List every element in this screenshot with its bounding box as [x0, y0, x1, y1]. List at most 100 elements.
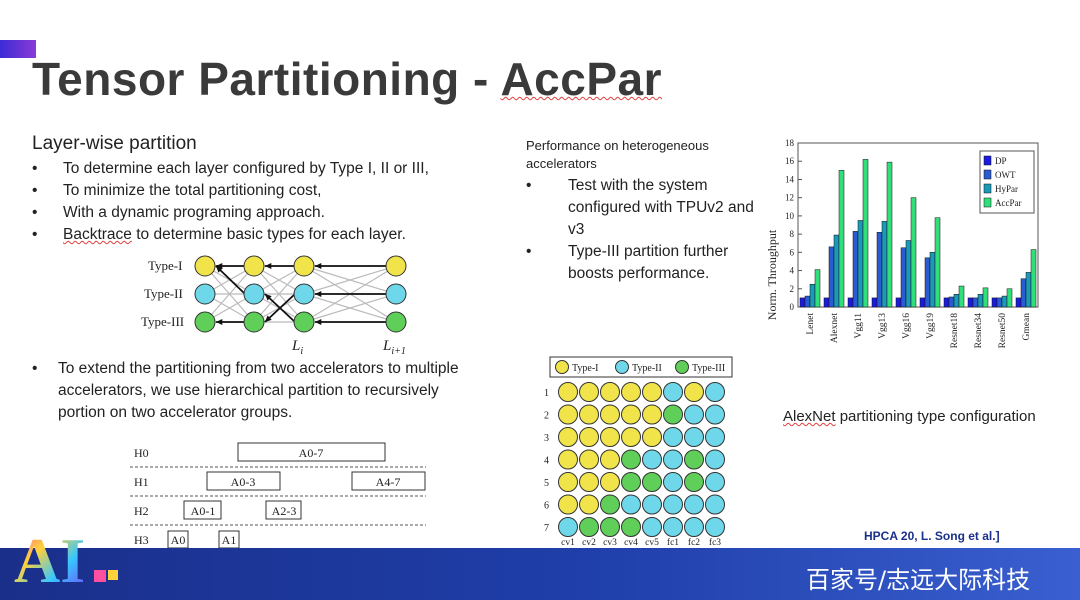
arrow-head — [265, 315, 272, 322]
legend-label: AccPar — [995, 198, 1022, 208]
grid-row-label: 1 — [544, 388, 549, 399]
grid-col-label: cv3 — [603, 538, 617, 548]
plot-frame — [797, 142, 1039, 308]
type-node — [385, 311, 407, 333]
type-node — [194, 255, 216, 277]
grid-legend-box — [549, 356, 733, 378]
box-a0-7 — [237, 442, 386, 462]
arrow-head — [315, 262, 322, 270]
grid-cell — [579, 427, 599, 447]
legend-label: OWT — [995, 170, 1016, 180]
bar — [881, 221, 888, 308]
arrow-head — [216, 262, 223, 270]
bar — [838, 170, 845, 308]
grid-cell — [642, 472, 662, 492]
grid-cell — [621, 494, 641, 515]
grid-row-label: 6 — [544, 501, 549, 512]
x-tick-label: Vgg13 — [878, 313, 888, 339]
grid-row-label: 7 — [544, 523, 549, 534]
bar — [886, 161, 893, 308]
perf-bullets: Test with the system configured with TPU… — [526, 175, 766, 285]
grid-cell — [621, 427, 641, 447]
bar — [919, 297, 926, 308]
footer-band — [0, 548, 1080, 600]
grid-cell — [558, 427, 578, 447]
bar — [1015, 297, 1022, 308]
bar — [804, 295, 811, 308]
transition-line — [204, 265, 255, 323]
bullet-item: With a dynamic programing approach. — [32, 202, 429, 224]
y-tick-label: 0 — [790, 302, 795, 312]
grid-cell — [684, 449, 704, 470]
box-a0-label: A0 — [171, 533, 186, 547]
bar — [934, 217, 941, 308]
bar — [991, 297, 998, 308]
grid-cell — [642, 449, 662, 470]
grid-cell — [684, 494, 704, 515]
hierarchy-diagram: H0 H1 H2 H3 A0-7 A0-3 A4-7 A0-1 A2-3 A0 … — [130, 442, 426, 548]
grid-cell — [705, 494, 725, 515]
bullet-item: To extend the partitioning from two acce… — [32, 358, 472, 424]
box-a0-1-label: A0-1 — [191, 504, 216, 518]
type-node — [243, 255, 265, 277]
y-tick-label: 10 — [785, 211, 795, 221]
x-tick-label: Alexnet — [830, 313, 840, 343]
legend-swatch — [983, 197, 992, 208]
transition-line — [303, 293, 397, 323]
grid-cell — [579, 472, 599, 492]
x-tick-label: Vgg16 — [902, 313, 912, 339]
bar — [972, 297, 979, 308]
level-h1: H1 — [134, 475, 149, 489]
grid-cell — [705, 517, 725, 537]
grid-cell — [621, 449, 641, 470]
grid-cell — [684, 404, 704, 425]
grid-cell — [663, 449, 683, 470]
grid-cell — [663, 382, 683, 402]
grid-cells — [558, 382, 725, 537]
type-ii-label: Type-II — [144, 286, 183, 301]
x-tick-label: Resnet18 — [950, 313, 960, 349]
bar — [910, 197, 917, 308]
legend-swatch — [675, 360, 689, 374]
bullet-item: Backtrace to determine basic types for e… — [32, 224, 429, 246]
y-axis-label: Norm. Throughput — [765, 229, 779, 320]
bar — [862, 159, 869, 308]
bar — [833, 234, 840, 308]
legend-swatch — [983, 169, 992, 180]
grid-row-label: 3 — [544, 433, 549, 444]
bar — [958, 285, 965, 308]
legend-swatch — [983, 183, 992, 194]
grid-cell — [558, 494, 578, 515]
perf-heading: Performance on heterogeneous accelerator… — [526, 138, 709, 171]
grid-cell — [621, 382, 641, 402]
box-a2-3 — [265, 500, 302, 520]
grid-col-label: cv5 — [645, 538, 659, 548]
box-a4-7-label: A4-7 — [376, 475, 401, 489]
grid-cell — [642, 404, 662, 425]
layer-type-diagram: Type-I Type-II Type-III Li Li+1 — [141, 255, 407, 357]
type-node — [385, 255, 407, 277]
legend-swatch — [615, 360, 629, 374]
level-h2: H2 — [134, 504, 149, 518]
bar — [1020, 278, 1027, 308]
bar — [1025, 272, 1032, 308]
legend-swatch — [983, 155, 992, 166]
grid-cell — [600, 449, 620, 470]
grid-cell — [579, 404, 599, 425]
grid-cell — [600, 404, 620, 425]
type-node — [385, 283, 407, 305]
grid-col-label: cv2 — [582, 538, 596, 548]
bar — [857, 220, 864, 308]
box-a1 — [218, 530, 240, 548]
ai-logo: AI — [14, 525, 118, 592]
grid-col-label: cv4 — [624, 538, 638, 548]
box-a2-3-label: A2-3 — [272, 504, 297, 518]
legend-label: DP — [995, 156, 1007, 166]
grid-cell — [642, 427, 662, 447]
grid-cell — [600, 472, 620, 492]
grid-cell — [663, 472, 683, 492]
box-a0-3 — [206, 471, 281, 491]
watermark: 百家号/志远大际科技 — [806, 566, 1031, 594]
